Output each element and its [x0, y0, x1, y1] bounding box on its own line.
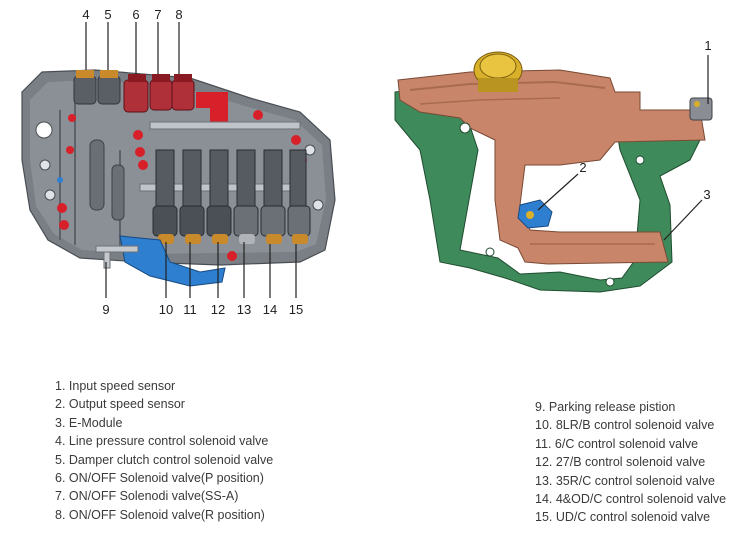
legend-item-5: 5. Damper clutch control solenoid valve — [55, 452, 274, 467]
legend-item-2: 2. Output speed sensor — [55, 397, 185, 412]
legend-right: 9. Parking release pistion 10. 8LR/B con… — [535, 398, 726, 527]
callout-12: 12 — [211, 302, 225, 317]
callout-13: 13 — [237, 302, 251, 317]
legend-left: 1. Input speed sensor 2. Output speed se… — [55, 377, 273, 524]
legend-item-14: 14. 4&OD/C control solenoid valve — [535, 492, 727, 507]
callout-15: 15 — [289, 302, 303, 317]
callout-10: 10 — [159, 302, 173, 317]
legend-item-3: 3. E-Module — [55, 415, 123, 430]
callout-leaders — [85, 22, 709, 298]
callout-9: 9 — [102, 302, 109, 317]
legend-item-8: 8. ON/OFF Solenoid valve(R position) — [55, 507, 265, 522]
callout-4: 4 — [82, 7, 89, 22]
callout-11: 11 — [183, 302, 197, 317]
callout-3: 3 — [703, 187, 710, 202]
legend-item-9: 9. Parking release pistion — [535, 400, 676, 414]
solenoid-row — [152, 149, 311, 244]
legend-item-4: 4. Line pressure control solenoid valve — [55, 434, 269, 449]
callout-numbers: 4 5 6 7 8 9 10 11 12 13 14 15 1 2 3 — [82, 7, 711, 317]
callout-1: 1 — [704, 38, 711, 53]
legend-item-7: 7. ON/OFF Solenodi valve(SS-A) — [55, 489, 239, 504]
callout-6: 6 — [132, 7, 139, 22]
legend-item-10: 10. 8LR/B control solenoid valve — [535, 418, 715, 433]
valve-body-illustration — [21, 69, 336, 287]
callout-7: 7 — [154, 7, 161, 22]
legend-item-15: 15. UD/C control solenoid valve — [535, 510, 711, 525]
legend-item-12: 12. 27/B control solenoid valve — [535, 455, 706, 470]
legend-item-6: 6. ON/OFF Solenoid valve(P position) — [55, 471, 264, 486]
e-module-illustration — [394, 51, 713, 293]
callout-5: 5 — [104, 7, 111, 22]
legend-item-1: 1. Input speed sensor — [55, 379, 176, 393]
legend-item-13: 13. 35R/C control solenoid valve — [535, 473, 715, 488]
callout-2: 2 — [579, 160, 586, 175]
callout-14: 14 — [263, 302, 277, 317]
legend-item-11: 11. 6/C control solenoid valve — [535, 436, 699, 451]
callout-8: 8 — [175, 7, 182, 22]
